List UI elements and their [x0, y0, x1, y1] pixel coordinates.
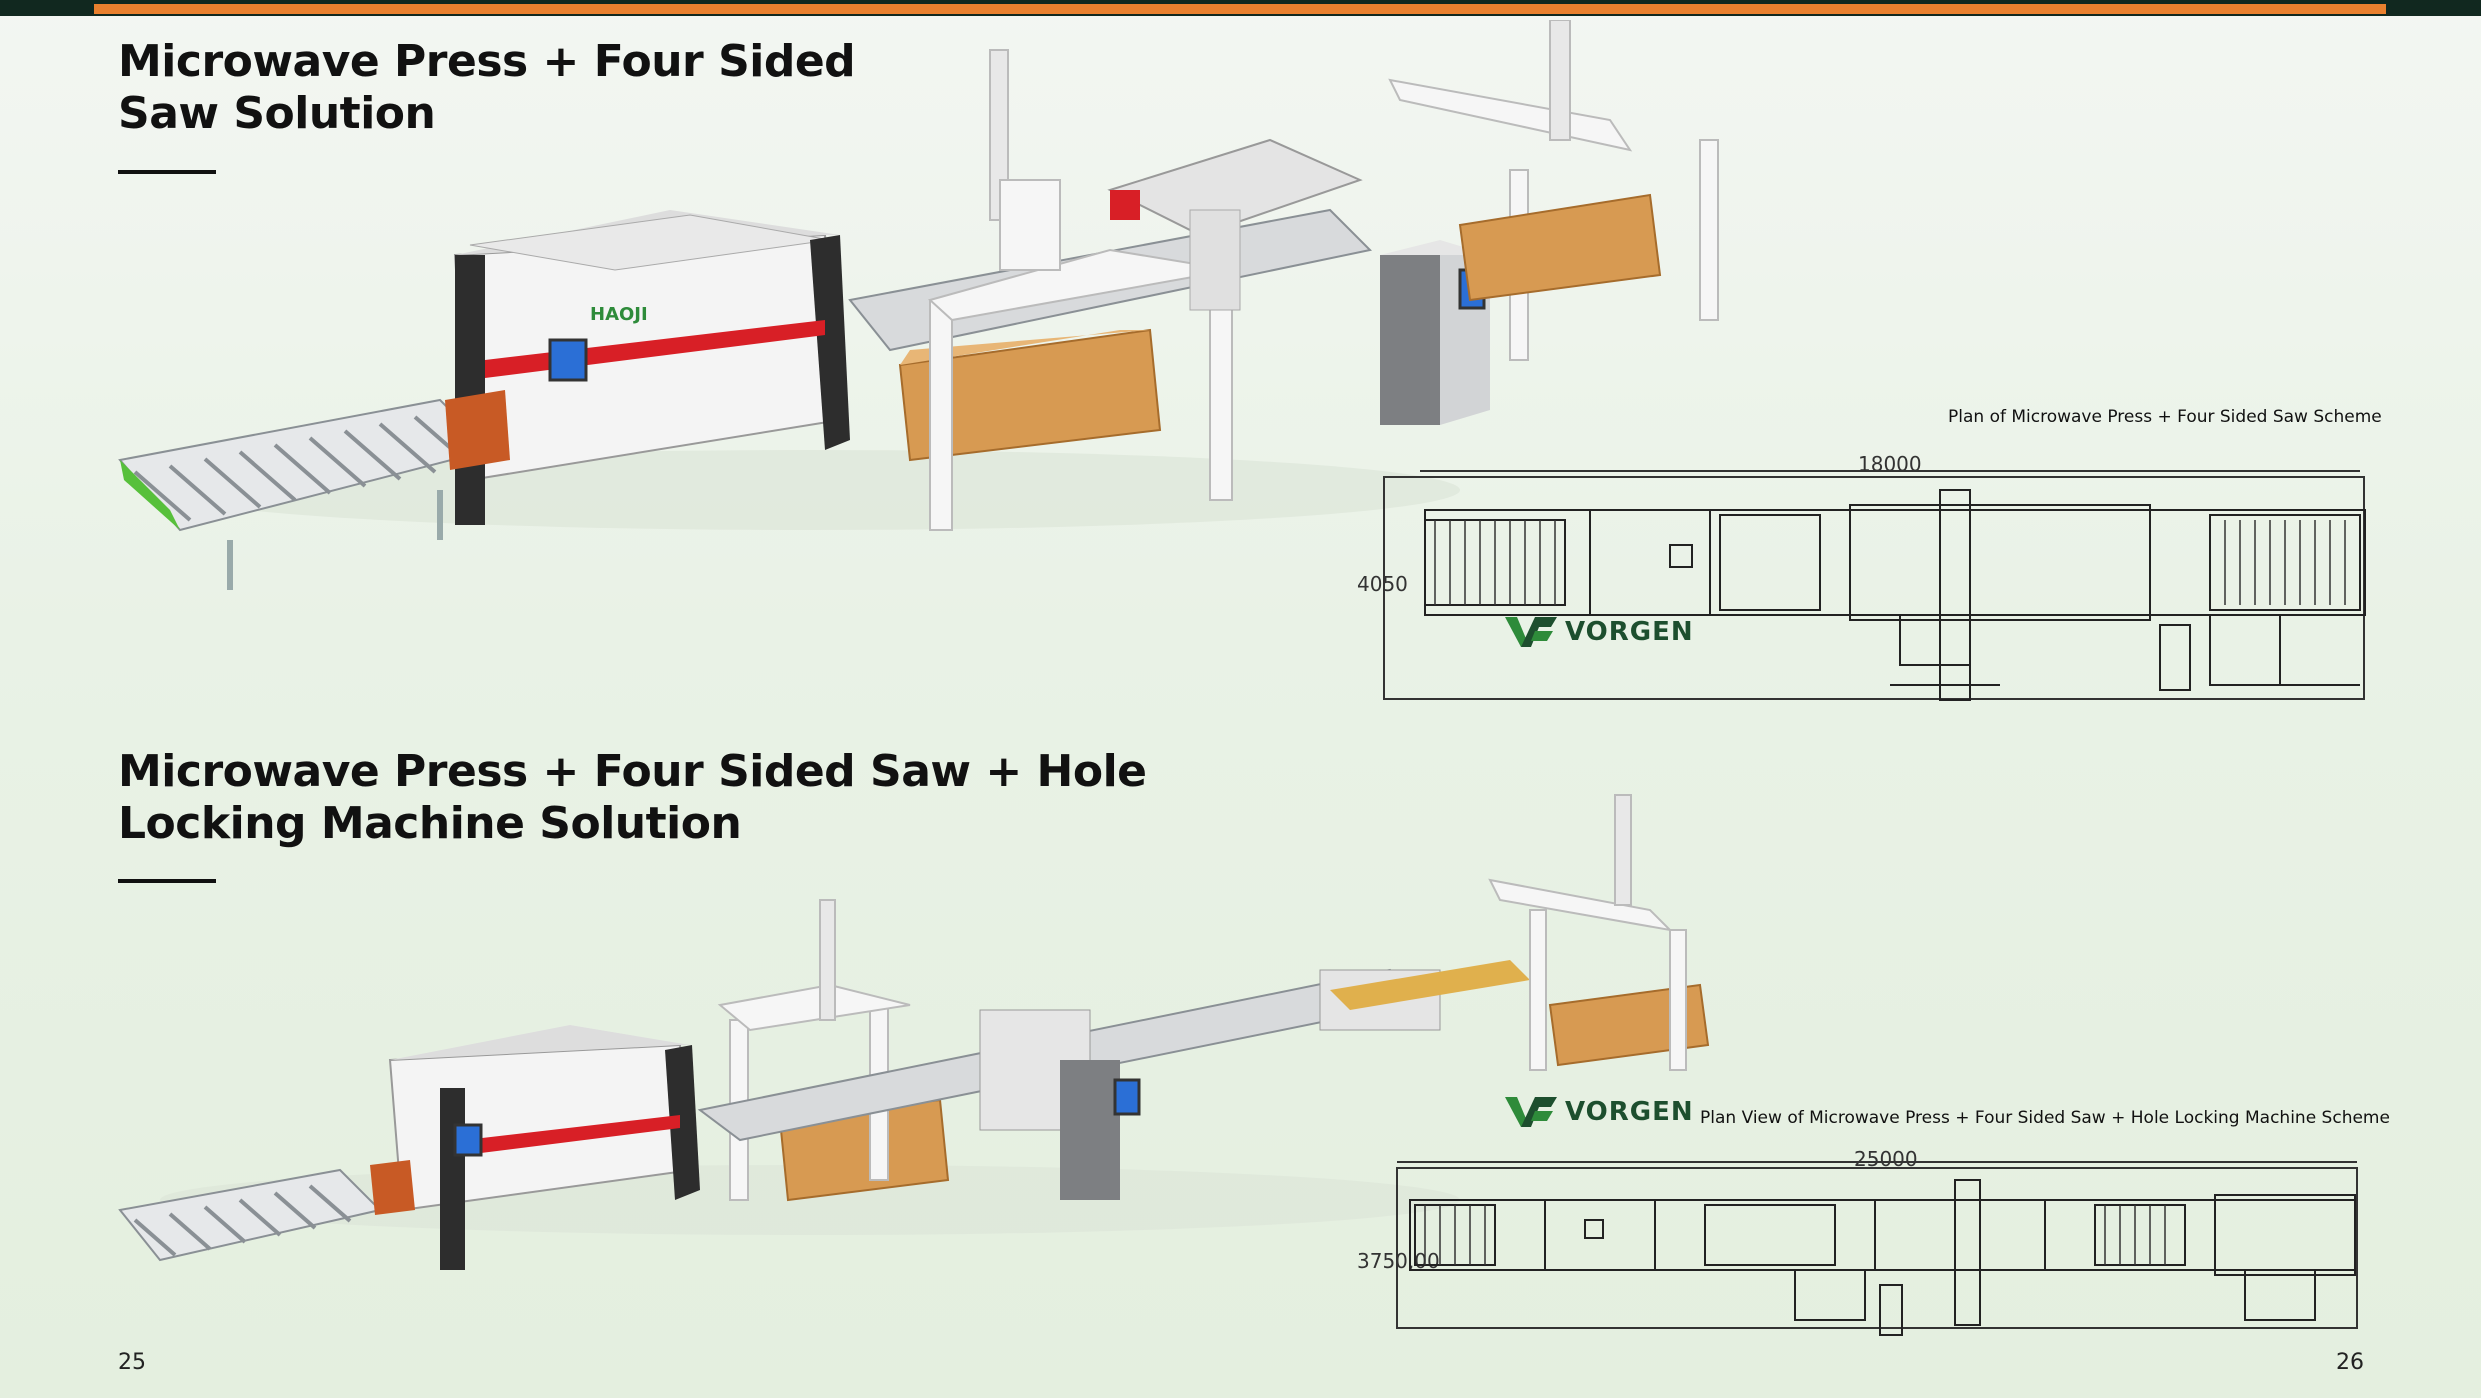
- vorgen-logo-text-2: VORGEN: [1565, 1097, 1694, 1127]
- section1-plan-caption: Plan of Microwave Press + Four Sided Saw…: [1948, 407, 2382, 427]
- section1-dimension-height: 4050: [1357, 572, 1408, 596]
- vorgen-logo-icon-2: [1505, 1097, 1557, 1127]
- section2-underline: [118, 879, 216, 883]
- accent-stripe: [94, 4, 2386, 14]
- gantry-frame-4: [1488, 794, 1687, 1071]
- section1-title-line1: Microwave Press + Four Sided: [118, 36, 856, 87]
- microwave-press-machine: HAOJI: [445, 210, 850, 525]
- section2-plan-caption: Plan View of Microwave Press + Four Side…: [1700, 1108, 2390, 1128]
- vorgen-logo-icon: [1505, 617, 1557, 647]
- wood-stack-4: [1548, 983, 1710, 1067]
- hole-locking-machine: [979, 1009, 1141, 1200]
- section2-title-line1: Microwave Press + Four Sided Saw + Hole: [118, 746, 1147, 797]
- infeed-roller-conveyor: [118, 398, 492, 590]
- top-bar: [0, 0, 2481, 16]
- section1-plan-drawing: [1383, 470, 2366, 701]
- hole-locking-station: [1319, 960, 1530, 1031]
- section1-production-line-illustration: HAOJI: [118, 20, 1719, 590]
- section2-title: Microwave Press + Four Sided Saw + Hole …: [118, 746, 1147, 850]
- page-number-right: 26: [2336, 1350, 2364, 1375]
- section2-title-line2: Locking Machine Solution: [118, 798, 742, 849]
- section2-plan-drawing: [1396, 1161, 2358, 1336]
- machine-brand-label: HAOJI: [590, 304, 648, 325]
- vorgen-logo-text: VORGEN: [1565, 617, 1694, 647]
- microwave-press-machine-2: [370, 1025, 700, 1270]
- wood-stack-2: [1458, 193, 1662, 302]
- page-number-left: 25: [118, 1350, 146, 1375]
- section1-title-line2: Saw Solution: [118, 88, 436, 139]
- section1-title: Microwave Press + Four Sided Saw Solutio…: [118, 36, 856, 140]
- section2-production-line-illustration: [118, 794, 1710, 1270]
- gantry-frame-3: [717, 899, 911, 1201]
- gantry-frame: [927, 49, 1233, 531]
- section1-underline: [118, 170, 216, 174]
- infeed-roller-conveyor-2: [118, 1168, 382, 1262]
- section2-vorgen-logo: VORGEN: [1505, 1095, 1694, 1129]
- four-sided-saw-unit: [1107, 138, 1363, 311]
- section1-vorgen-logo: VORGEN: [1505, 615, 1694, 649]
